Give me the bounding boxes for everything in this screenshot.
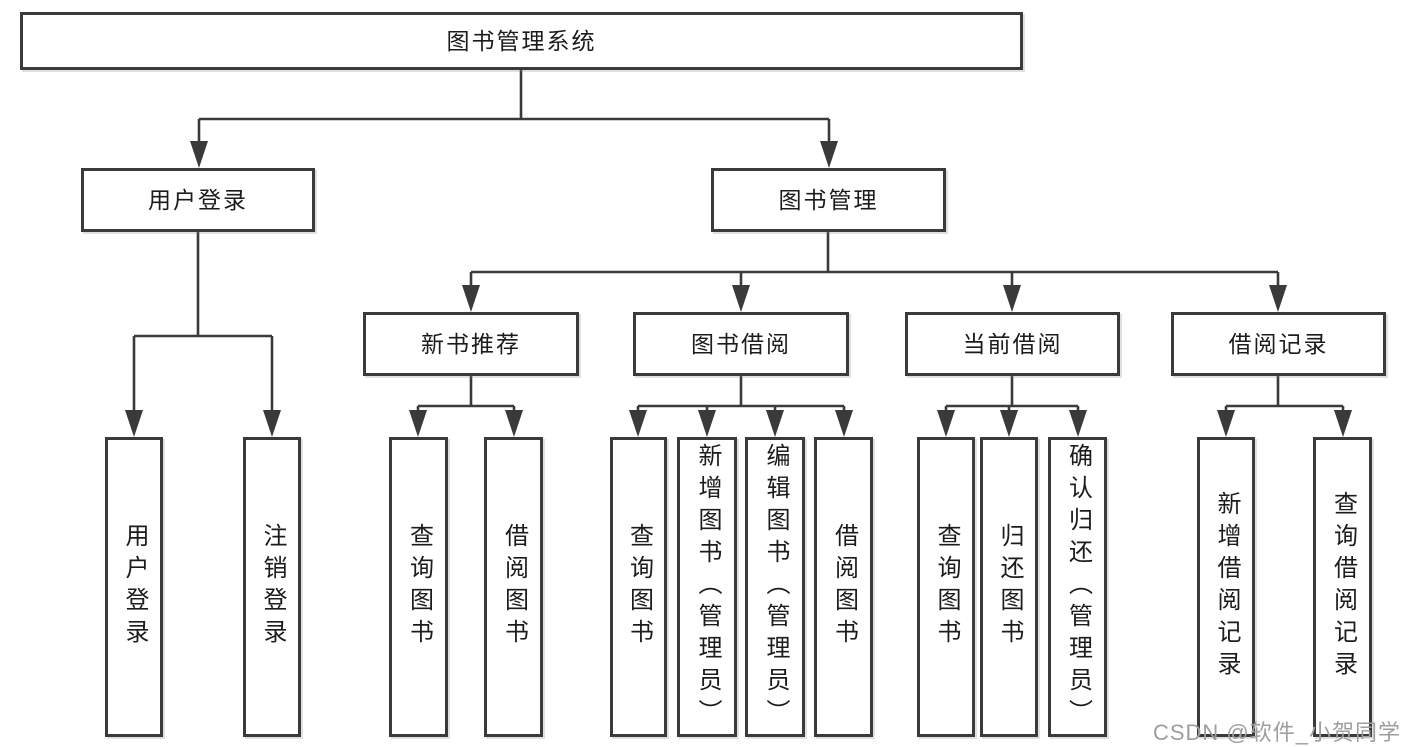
node-new-book-recommend: 新书推荐 (363, 312, 579, 376)
node-label-current-borrowing: 当前借阅 (962, 330, 1063, 357)
node-leaf-bb-query-books: 查询图书 (610, 437, 667, 737)
node-root: 图书管理系统 (20, 12, 1023, 70)
arrowhead-down-icon (698, 410, 716, 437)
node-label-leaf-br-add-record: 新增借阅记录 (1213, 491, 1240, 683)
arrowhead-down-icon (937, 410, 955, 437)
arrowhead-down-icon (190, 141, 208, 168)
node-label-leaf-user-login: 用户登录 (121, 523, 148, 651)
node-leaf-bb-add-books: 新增图书（管理员） (677, 437, 737, 737)
node-label-new-book-recommend: 新书推荐 (421, 330, 521, 357)
node-leaf-br-query-record: 查询借阅记录 (1313, 437, 1372, 737)
node-leaf-br-add-record: 新增借阅记录 (1197, 437, 1255, 737)
node-leaf-bb-borrow-books: 借阅图书 (814, 437, 873, 737)
node-book-management: 图书管理 (711, 168, 946, 232)
node-label-leaf-nbr-borrow-books: 借阅图书 (500, 523, 528, 651)
arrowhead-down-icon (462, 285, 480, 312)
connector-user-login-children (125, 232, 281, 437)
node-leaf-user-login: 用户登录 (105, 437, 163, 737)
watermark: CSDN @软件_小贺同学 (1152, 720, 1401, 745)
node-label-leaf-bb-borrow-books: 借阅图书 (830, 523, 858, 651)
arrowhead-down-icon (766, 410, 784, 437)
node-label-root: 图书管理系统 (446, 27, 597, 54)
arrowhead-down-icon (835, 410, 853, 437)
node-book-borrowing: 图书借阅 (633, 312, 849, 376)
node-borrow-records: 借阅记录 (1171, 312, 1386, 376)
arrowhead-down-icon (1334, 410, 1352, 437)
connector-new-book-recommend-children (409, 376, 523, 437)
node-leaf-nbr-borrow-books: 借阅图书 (484, 437, 543, 737)
arrowhead-down-icon (1269, 285, 1287, 312)
arrowhead-down-icon (629, 410, 647, 437)
arrowhead-down-icon (820, 141, 838, 168)
arrowhead-down-icon (505, 410, 523, 437)
node-leaf-nbr-query-books: 查询图书 (389, 437, 448, 737)
connector-root-to-level2 (190, 70, 838, 168)
node-user-login: 用户登录 (81, 168, 315, 232)
arrowhead-down-icon (263, 410, 281, 437)
node-label-leaf-bb-add-books: 新增图书（管理员） (694, 443, 721, 731)
arrowhead-down-icon (732, 285, 750, 312)
arrowhead-down-icon (409, 410, 427, 437)
connector-book-management-children (462, 232, 1287, 312)
node-label-leaf-nbr-query-books: 查询图书 (405, 523, 433, 651)
node-label-leaf-cb-query-books: 查询图书 (933, 523, 960, 651)
arrowhead-down-icon (125, 410, 143, 437)
node-label-borrow-records: 借阅记录 (1228, 330, 1329, 357)
node-label-leaf-cb-confirm-return: 确认归还（管理员） (1064, 443, 1092, 731)
node-label-user-login: 用户登录 (148, 186, 248, 213)
node-label-leaf-cb-return-books: 归还图书 (996, 523, 1023, 651)
node-label-book-borrowing: 图书借阅 (691, 330, 791, 357)
connector-borrow-records-children (1217, 376, 1352, 437)
arrowhead-down-icon (1069, 410, 1087, 437)
node-leaf-cb-query-books: 查询图书 (917, 437, 975, 737)
arrowhead-down-icon (1217, 410, 1235, 437)
node-leaf-logout: 注销登录 (243, 437, 301, 737)
connector-current-borrowing-children (937, 376, 1087, 437)
node-current-borrowing: 当前借阅 (905, 312, 1120, 376)
node-label-leaf-logout: 注销登录 (259, 523, 286, 651)
node-label-leaf-bb-edit-books: 编辑图书（管理员） (762, 443, 789, 731)
node-label-leaf-br-query-record: 查询借阅记录 (1329, 491, 1357, 683)
node-label-book-management: 图书管理 (778, 186, 879, 213)
node-leaf-bb-edit-books: 编辑图书（管理员） (745, 437, 805, 737)
connector-book-borrowing-children (629, 376, 853, 437)
arrowhead-down-icon (1003, 285, 1021, 312)
node-label-leaf-bb-query-books: 查询图书 (625, 523, 653, 651)
arrowhead-down-icon (1000, 410, 1018, 437)
node-leaf-cb-return-books: 归还图书 (980, 437, 1038, 737)
node-leaf-cb-confirm-return: 确认归还（管理员） (1048, 437, 1107, 737)
